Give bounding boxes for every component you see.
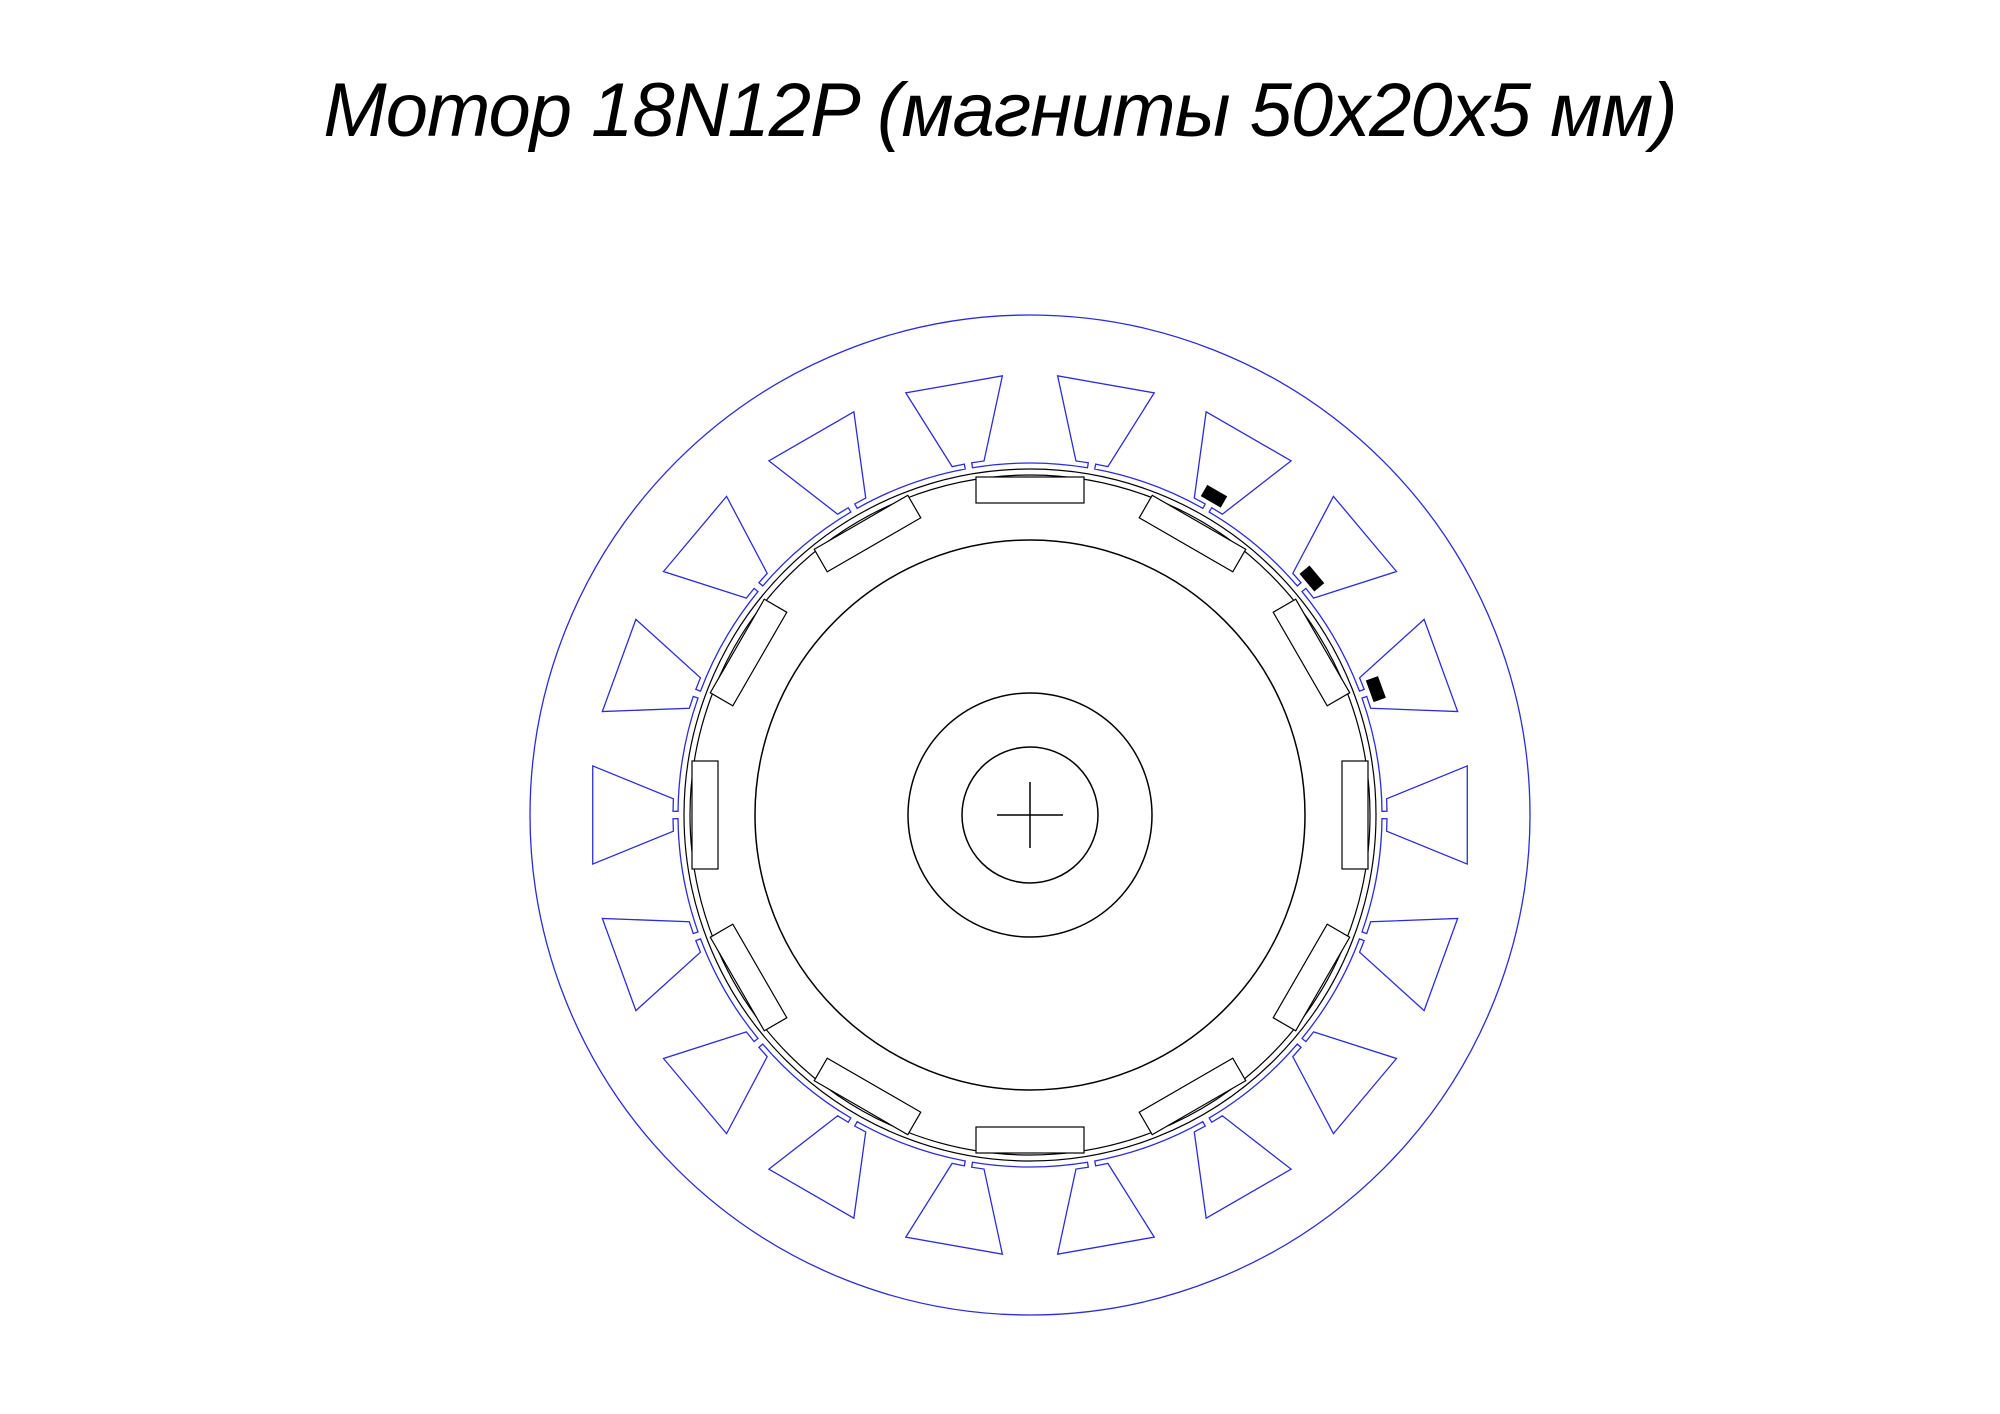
rotor-magnet [1272, 598, 1351, 707]
hall-sensor [1200, 484, 1228, 508]
stator-teeth-profile [592, 375, 1468, 1255]
rotor-magnet [975, 476, 1085, 504]
rotor-magnet [1341, 760, 1369, 870]
shaft [907, 692, 1153, 938]
diagram-title: Мотор 18N12P (магниты 50х20х5 мм) [323, 68, 1677, 153]
rotor-magnet [691, 760, 719, 870]
rotor-magnet [813, 1057, 922, 1136]
shaft-circle [961, 746, 1099, 884]
rotor-magnet [975, 1126, 1085, 1154]
hall-sensor [1365, 676, 1386, 703]
bearing-circle [907, 692, 1153, 938]
stator-outer-ring [529, 314, 1531, 1316]
rotor-inner-ring [689, 474, 1371, 1156]
rotor-magnet [709, 598, 788, 707]
rotor-hub-circle [754, 539, 1306, 1091]
hall-sensor [1299, 565, 1325, 592]
stator [529, 314, 1531, 1316]
rotor-magnet [813, 494, 922, 573]
rotor-outer-ring [683, 468, 1377, 1162]
rotor-magnet [1138, 494, 1247, 573]
rotor-magnet [709, 923, 788, 1032]
rotor-magnet [1138, 1057, 1247, 1136]
rotor-magnet [1272, 923, 1351, 1032]
hall-sensors [1200, 484, 1386, 703]
rotor [683, 468, 1377, 1162]
